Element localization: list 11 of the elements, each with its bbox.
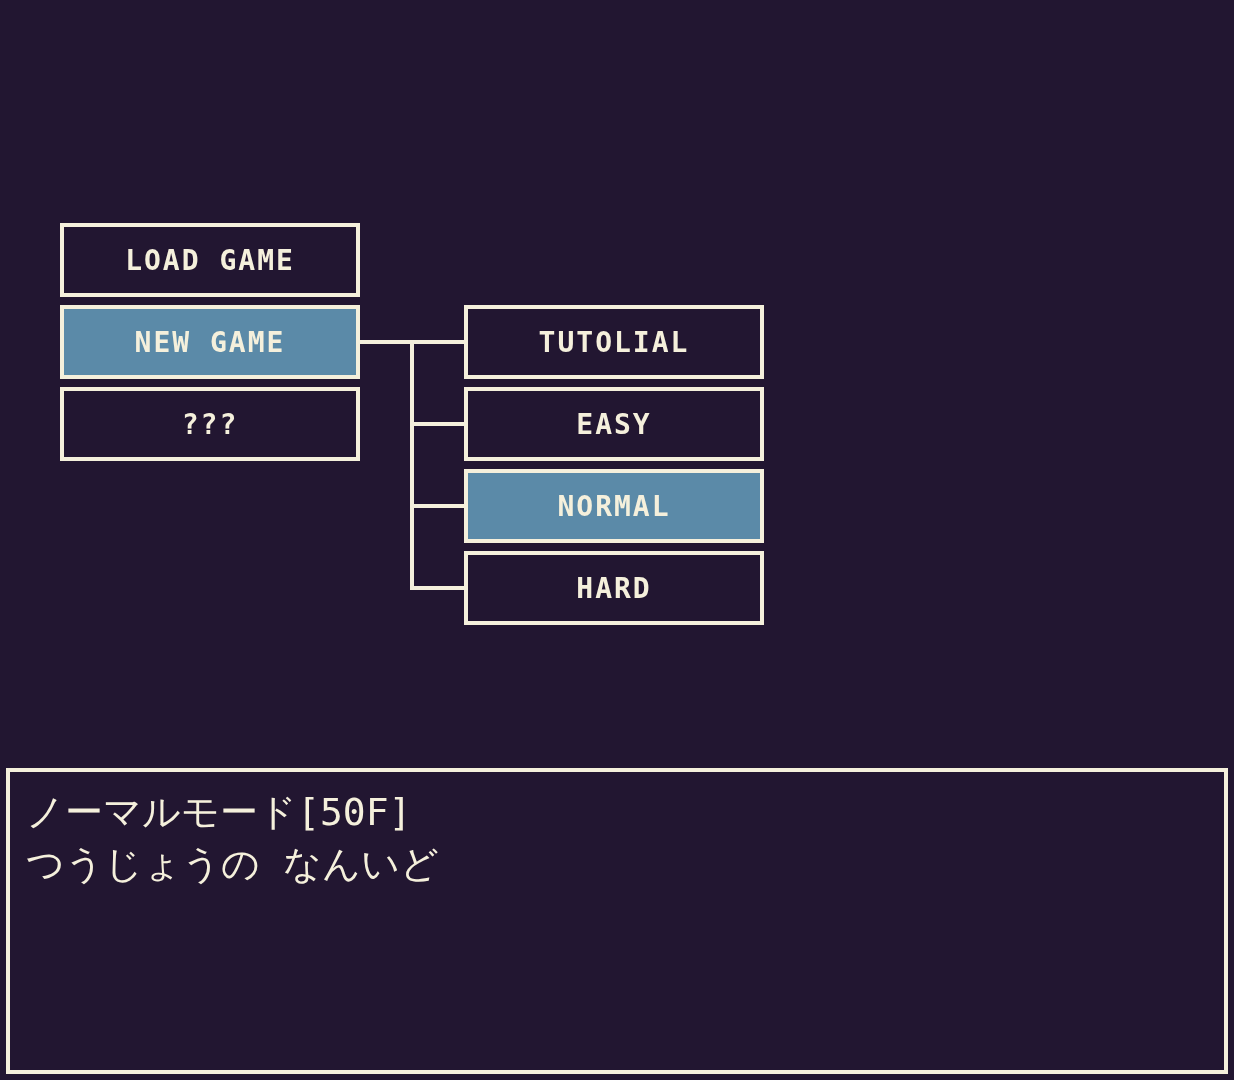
menu-option: LOAD GAME <box>60 223 360 297</box>
message-window <box>6 768 1228 1074</box>
menu-option: TUTOLIAL <box>464 305 764 379</box>
menu-option: EASY <box>464 387 764 461</box>
menu-option: ??? <box>60 387 360 461</box>
connector-line <box>360 340 464 590</box>
menu-option: NEW GAME <box>60 305 360 379</box>
menu-option: HARD <box>464 551 764 625</box>
message-text: ノーマルモード[50F] <box>26 789 412 836</box>
menu-option: NORMAL <box>464 469 764 543</box>
message-text: つうじょうの なんいど <box>26 841 439 888</box>
